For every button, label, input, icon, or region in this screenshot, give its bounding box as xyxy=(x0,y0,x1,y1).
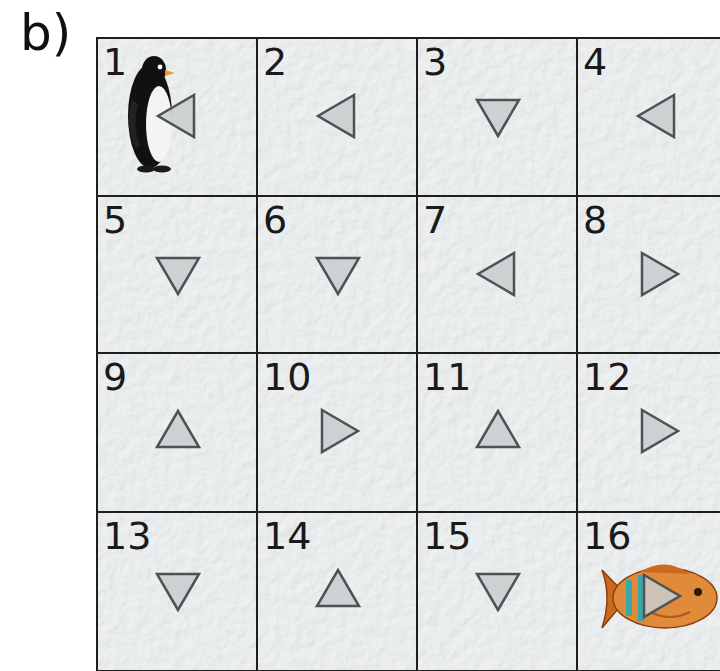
cell-number: 11 xyxy=(423,358,471,396)
cell-number: 16 xyxy=(583,517,631,555)
direction-arrow xyxy=(477,100,519,136)
direction-arrow xyxy=(478,253,514,295)
grid-cell: 1 xyxy=(96,37,258,197)
direction-arrow xyxy=(157,411,199,447)
grid-cell: 10 xyxy=(256,352,418,513)
grid-cell: 9 xyxy=(96,352,258,513)
grid-cell: 13 xyxy=(96,511,258,671)
direction-arrow xyxy=(638,95,674,137)
direction-arrow xyxy=(157,258,199,294)
cell-number: 14 xyxy=(263,517,311,555)
direction-arrow xyxy=(642,410,678,452)
direction-arrow xyxy=(322,410,358,452)
direction-arrows xyxy=(157,95,680,617)
cell-number: 6 xyxy=(263,201,287,239)
cell-number: 4 xyxy=(583,43,607,81)
cell-number: 2 xyxy=(263,43,287,81)
cell-number: 9 xyxy=(103,358,127,396)
direction-arrow xyxy=(644,575,680,617)
grid-cell: 2 xyxy=(256,37,418,197)
cell-number: 7 xyxy=(423,201,447,239)
grid-cell: 3 xyxy=(416,37,578,197)
grid-cell: 6 xyxy=(256,195,418,354)
cell-number: 3 xyxy=(423,43,447,81)
direction-arrow xyxy=(158,95,194,137)
cell-number: 8 xyxy=(583,201,607,239)
direction-arrow xyxy=(477,411,519,447)
grid-cell: 11 xyxy=(416,352,578,513)
cell-number: 13 xyxy=(103,517,151,555)
grid-cell: 8 xyxy=(576,195,720,354)
cell-number: 15 xyxy=(423,517,471,555)
grid-cell: 7 xyxy=(416,195,578,354)
direction-arrow xyxy=(318,95,354,137)
panel-label: b) xyxy=(20,8,71,58)
direction-arrow xyxy=(477,574,519,610)
grid-cell: 14 xyxy=(256,511,418,671)
cell-number: 10 xyxy=(263,358,311,396)
grid-cell: 15 xyxy=(416,511,578,671)
grid-cell: 16 xyxy=(576,511,720,671)
direction-arrow xyxy=(317,570,359,606)
grid-cell: 5 xyxy=(96,195,258,354)
cell-number: 1 xyxy=(103,43,127,81)
grid-cell: 4 xyxy=(576,37,720,197)
grid-cell: 12 xyxy=(576,352,720,513)
direction-arrow xyxy=(317,258,359,294)
direction-arrow xyxy=(157,574,199,610)
fish-figure xyxy=(602,564,717,628)
direction-arrow xyxy=(642,253,678,295)
cell-number: 5 xyxy=(103,201,127,239)
ice-texture xyxy=(97,38,720,671)
cell-number: 12 xyxy=(583,358,631,396)
